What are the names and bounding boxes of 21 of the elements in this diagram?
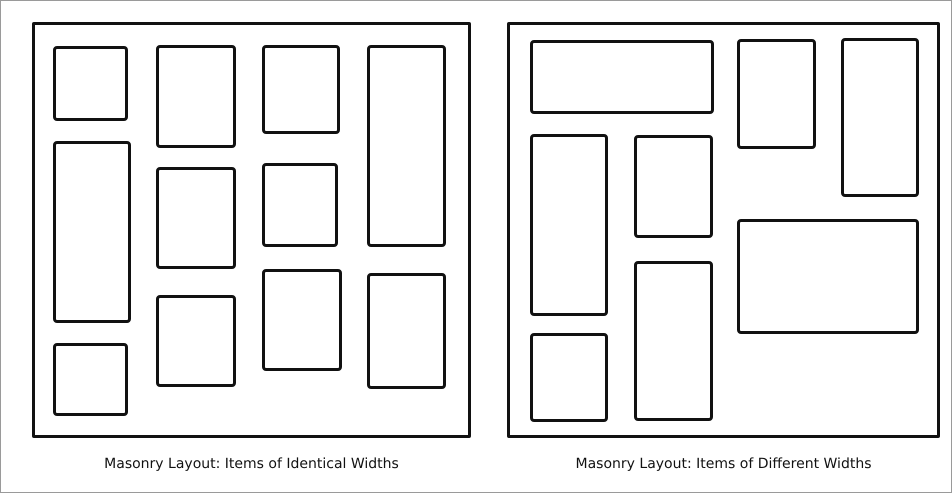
item-tile xyxy=(530,40,714,114)
item-tile xyxy=(262,45,340,134)
item-tile xyxy=(367,273,446,389)
item-tile xyxy=(737,219,919,334)
item-tile xyxy=(367,45,446,247)
item-tile xyxy=(737,39,816,149)
panel-caption: Masonry Layout: Items of Identical Widths xyxy=(104,456,399,472)
item-tile xyxy=(53,46,128,121)
item-tile xyxy=(262,269,342,371)
panel-caption: Masonry Layout: Items of Different Widths xyxy=(576,456,872,472)
item-tile xyxy=(53,141,131,323)
item-tile xyxy=(841,38,919,197)
item-tile xyxy=(156,167,236,269)
item-tile xyxy=(634,135,713,238)
item-tile xyxy=(156,295,236,387)
item-tile xyxy=(634,261,713,421)
item-tile xyxy=(53,343,128,416)
item-tile xyxy=(530,134,608,316)
item-tile xyxy=(530,333,608,422)
item-tile xyxy=(156,45,236,148)
item-tile xyxy=(262,163,338,247)
